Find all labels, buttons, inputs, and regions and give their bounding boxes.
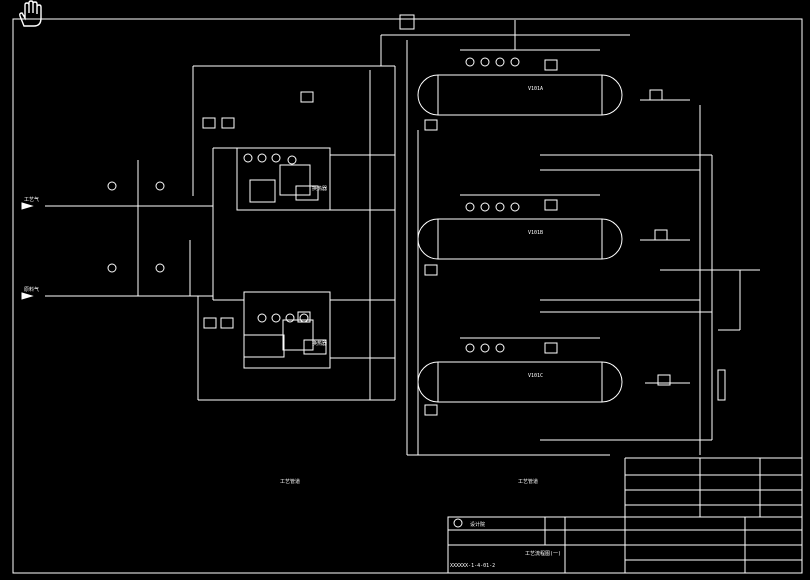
label-inlet-bottom: 原料气 [24, 286, 39, 293]
label-bottom-note-right: 工艺管道 [518, 478, 538, 485]
label-bottom-note-left: 工艺管道 [280, 478, 300, 485]
label-company: 设计院 [470, 521, 485, 528]
label-box-2: 换热器 [312, 340, 327, 347]
label-drawing-no: XXXXXX-1-4-01-2 [450, 563, 495, 569]
vessel-1 [417, 74, 623, 116]
label-vessel-2: V101B [528, 230, 543, 236]
label-vessel-1: V101A [528, 86, 543, 92]
equipment-box-1 [236, 147, 331, 211]
drawing-border [12, 18, 803, 574]
label-box-1: 换热器 [312, 185, 327, 192]
label-title-tag: 工艺流程图(一) [525, 550, 561, 557]
vessel-2 [417, 218, 623, 260]
vessel-3 [417, 361, 623, 403]
label-inlet-top: 工艺气 [24, 196, 39, 203]
hand-pan-icon[interactable] [14, 0, 44, 28]
label-vessel-3: V101C [528, 373, 543, 379]
equipment-box-2 [243, 291, 331, 369]
